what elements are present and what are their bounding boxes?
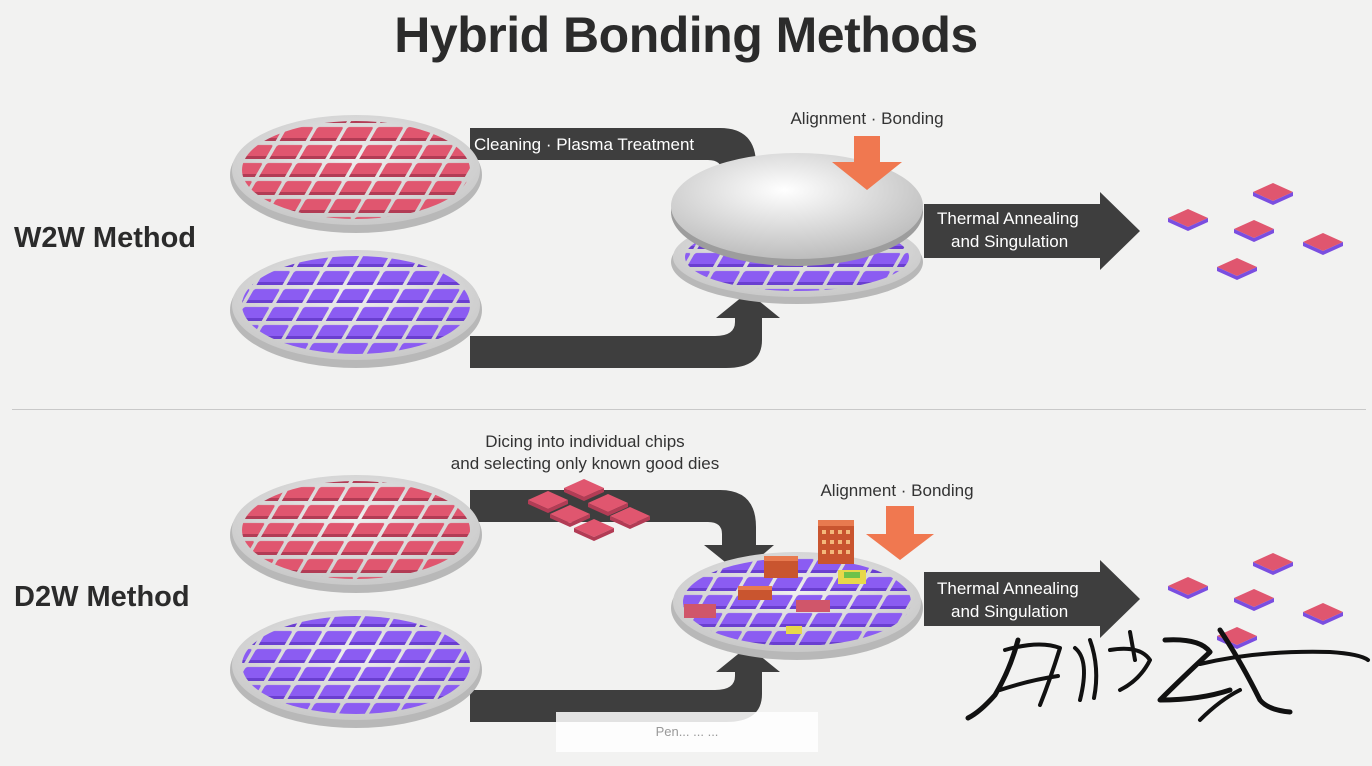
w2w-top-wafer — [230, 115, 482, 233]
w2w-cleaning-label: Cleaning · Plasma Treatment — [474, 135, 695, 154]
w2w-bottom-wafer — [230, 250, 482, 368]
d2w-bonded-dies — [684, 520, 866, 634]
d2w-thermal-label-line1: Thermal Annealing — [937, 579, 1079, 598]
w2w-cleaning-arrow — [470, 128, 774, 214]
w2w-thermal-arrow — [924, 192, 1140, 270]
d2w-dicing-label-line2: and selecting only known good dies — [450, 454, 720, 473]
handwritten-signature — [965, 627, 1370, 722]
d2w-singulated-chips — [1168, 553, 1343, 649]
w2w-thermal-label-line2: and Singulation — [951, 232, 1069, 251]
w2w-method-label: W2W Method — [14, 222, 197, 254]
d2w-bottom-wafer — [230, 610, 482, 728]
w2w-alignment-label: Alignment · Bonding — [790, 109, 944, 128]
d2w-dicing-label-line1: Dicing into individual chips — [485, 432, 685, 451]
d2w-thermal-label-line2: and Singulation — [951, 602, 1069, 621]
w2w-bottom-arrow — [470, 292, 780, 368]
w2w-bonded-wafer-stack — [671, 153, 923, 304]
diagram-title: Hybrid Bonding Methods — [394, 7, 978, 63]
d2w-method-label: D2W Method — [14, 581, 190, 613]
d2w-thermal-arrow — [924, 560, 1140, 638]
section-divider — [12, 409, 1366, 410]
w2w-thermal-label-line1: Thermal Annealing — [937, 209, 1079, 228]
d2w-top-wafer — [230, 475, 482, 593]
diced-good-dies — [528, 479, 650, 541]
d2w-bond-arrow — [866, 506, 934, 560]
w2w-singulated-chips — [1168, 183, 1343, 280]
d2w-bottom-arrow — [470, 646, 780, 722]
watermark-banner: Pen... ... ... — [556, 712, 818, 752]
w2w-bond-arrow — [832, 136, 902, 190]
d2w-alignment-label: Alignment · Bonding — [820, 481, 974, 500]
